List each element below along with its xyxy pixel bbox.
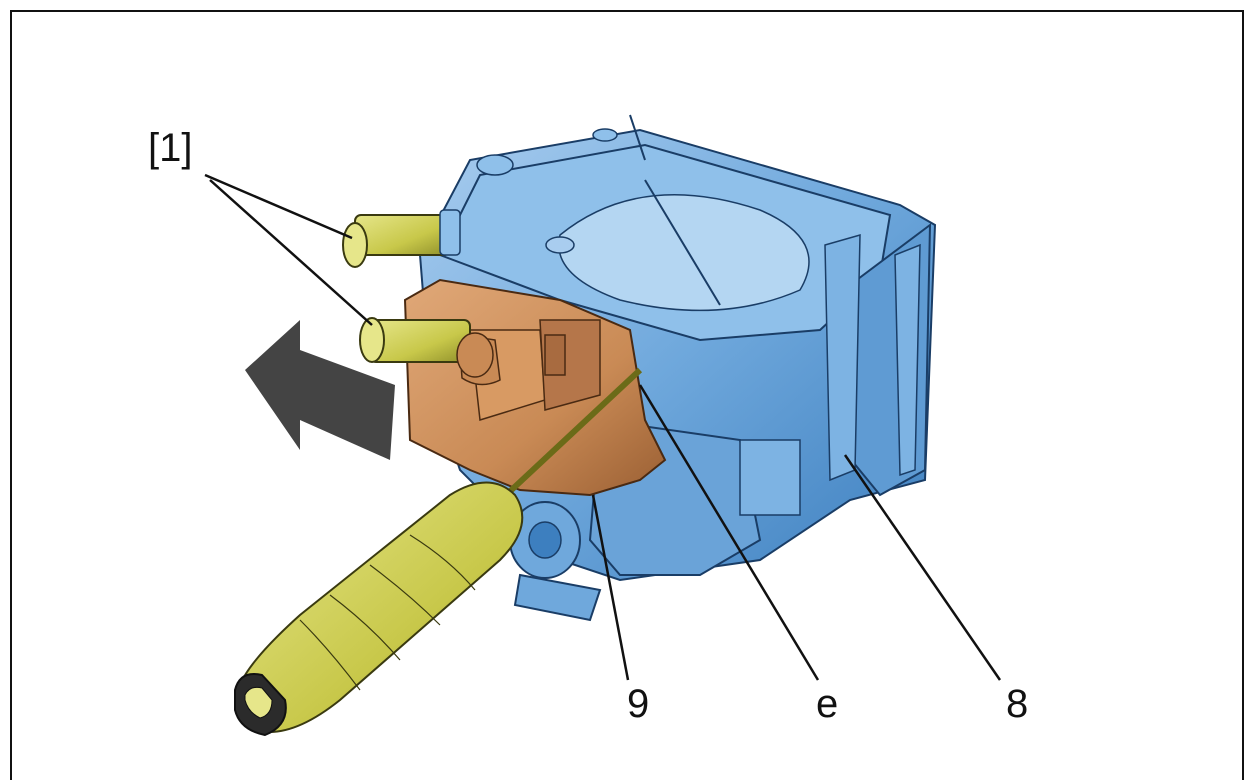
pin-tools (342, 209, 494, 378)
label-part-8: 8 (1006, 682, 1029, 726)
leader-e (638, 384, 820, 681)
label-part-9: 9 (627, 682, 650, 726)
leader-8 (843, 454, 1002, 681)
leader-lines (204, 173, 1002, 681)
label-tool-1: [1] (148, 126, 193, 170)
leader-9 (591, 494, 630, 681)
leader-tool-upper (204, 173, 353, 240)
leader-tool-lower (209, 179, 373, 326)
pin-upper (342, 209, 461, 268)
figure-frame (10, 10, 1244, 780)
direction-arrow-left-icon (245, 320, 395, 460)
pin-lower (359, 317, 494, 378)
screwdriver-icon (234, 367, 643, 737)
label-part-e: e (816, 682, 839, 726)
